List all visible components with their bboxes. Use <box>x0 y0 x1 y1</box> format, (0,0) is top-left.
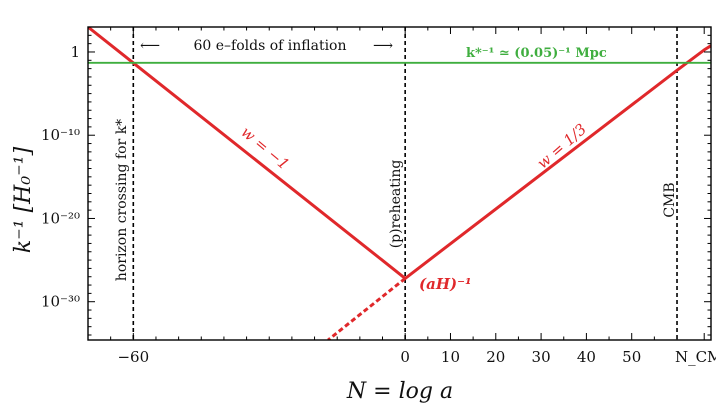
reheating-label: (p)reheating <box>388 160 404 249</box>
plot-area: 1 10⁻¹⁰ 10⁻²⁰ 10⁻³⁰ −60 0 10 20 30 40 50 N_CMB <box>41 26 716 366</box>
cmb-label: CMB <box>662 182 678 217</box>
plot-frame <box>87 26 712 341</box>
plot-clip-group <box>88 27 711 340</box>
x-tick-label: 0 <box>400 348 410 366</box>
x-tick-label: 50 <box>622 348 641 366</box>
series-line-1 <box>327 277 407 340</box>
pivot-label: k*⁻¹ ≃ (0.05)⁻¹ Mpc <box>466 46 607 61</box>
efolds-arrow-right: ⟶ <box>373 38 393 54</box>
hubble-label: (aH)⁻¹ <box>419 275 472 293</box>
efolds-arrow-left: ⟵ <box>140 38 160 54</box>
y-tick-label: 1 <box>70 43 80 61</box>
y-tick-label: 10⁻³⁰ <box>41 293 80 311</box>
x-tick-label: 20 <box>486 348 505 366</box>
x-axis-title: N = log a <box>346 379 453 404</box>
x-tick-label: 40 <box>577 348 596 366</box>
y-axis-title: k⁻¹ [H₀⁻¹] <box>11 146 36 253</box>
y-tick-label: 10⁻²⁰ <box>41 209 80 227</box>
y-tick-label: 10⁻¹⁰ <box>41 126 80 144</box>
x-tick-label: −60 <box>117 348 149 366</box>
x-tick-label: 30 <box>532 348 551 366</box>
w-radiation-label: w = 1/3 <box>534 120 590 172</box>
x-tick-label: N_CMB <box>675 348 716 366</box>
efolds-label: 60 e–folds of inflation <box>193 38 346 54</box>
x-tick-label: 10 <box>441 348 460 366</box>
horizon-crossing-label: horizon crossing for k* <box>114 119 130 281</box>
series-line-0 <box>88 27 711 280</box>
